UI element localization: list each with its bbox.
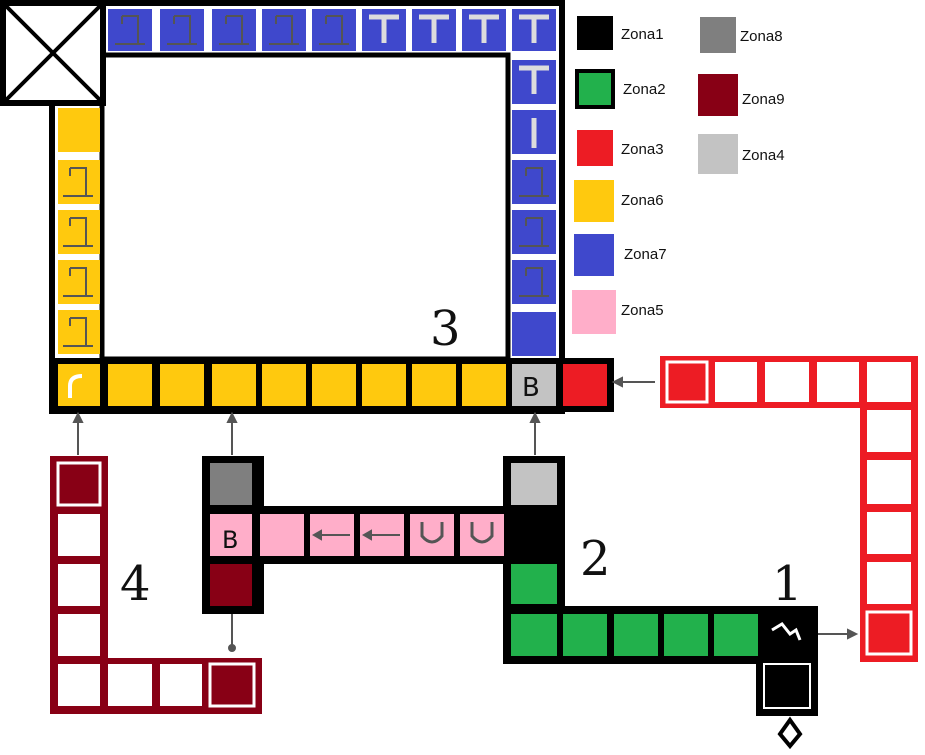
main-track: B (0, 0, 614, 414)
legend-swatch-zona2 (575, 69, 615, 109)
cell (58, 108, 100, 152)
cell (212, 364, 256, 406)
cell (58, 514, 100, 556)
cell (867, 410, 911, 452)
start-corner-cross (0, 0, 106, 106)
legend-swatch-zona9 (698, 74, 738, 116)
cell-zona3 (563, 364, 607, 406)
legend-label: Zona8 (740, 28, 783, 45)
legend-swatch-zona5 (572, 290, 616, 334)
cell (817, 362, 859, 402)
cell (867, 362, 911, 402)
cell (664, 614, 708, 656)
legend-label: Zona5 (621, 302, 664, 319)
cell (160, 364, 204, 406)
cell (108, 364, 152, 406)
legend-swatch-zona3 (577, 130, 613, 166)
zona9-path (50, 456, 262, 714)
legend-label: Zona6 (621, 192, 664, 209)
cell (763, 663, 811, 709)
start-pin-icon (777, 716, 803, 750)
cell (511, 564, 557, 604)
cell-zona5-b (210, 514, 252, 556)
cell (58, 564, 100, 606)
cell (58, 614, 100, 656)
bottom-row-zona6: B (52, 358, 614, 412)
arrow-zona9-to-main (72, 411, 84, 455)
legend-label: Zona3 (621, 141, 664, 158)
legend: Zona1 Zona2 Zona3 Zona6 Zona7 Zona5 Zona… (572, 16, 785, 334)
zona3-path (660, 356, 918, 662)
cell (312, 364, 356, 406)
cell (58, 210, 100, 254)
cell-zona9 (210, 564, 252, 606)
cell-zona1 (764, 614, 810, 656)
handwritten-number: 2 (580, 531, 611, 587)
cell (460, 514, 504, 556)
legend-label: Zona9 (742, 91, 785, 108)
arrow-zona4-to-main (529, 411, 541, 455)
cell (462, 364, 506, 406)
cell (412, 364, 456, 406)
cell (867, 562, 911, 604)
handwritten-number: 3 (430, 301, 461, 357)
cell (362, 364, 406, 406)
cell-zona4 (511, 463, 557, 505)
legend-label: Zona2 (623, 81, 666, 98)
cell-zona4-b (512, 364, 556, 406)
cell (260, 514, 304, 556)
legend-swatch-zona6 (574, 180, 614, 222)
cell (58, 664, 100, 706)
cell (511, 614, 557, 656)
legend-swatch-zona1 (577, 16, 613, 50)
cell (208, 662, 256, 708)
cell (58, 260, 100, 304)
cell (512, 160, 556, 204)
zona1-start (756, 658, 818, 750)
cell-letter: B (222, 526, 238, 554)
cell (108, 664, 152, 706)
cell (56, 461, 102, 507)
cell (262, 364, 306, 406)
top-row-zona7 (108, 9, 556, 51)
cell (715, 362, 757, 402)
cell-letter: B (522, 373, 540, 403)
cell-zona8 (210, 463, 252, 505)
cell (867, 512, 911, 554)
cell (714, 614, 758, 656)
right-column-zona7 (512, 60, 556, 356)
cell (410, 514, 454, 556)
legend-label: Zona1 (621, 26, 664, 43)
handwritten-number: 4 (120, 556, 151, 612)
arrow-zona8-to-main (226, 411, 238, 455)
legend-swatch-zona4 (698, 134, 738, 174)
legend-label: Zona7 (624, 246, 667, 263)
cell (512, 312, 556, 356)
left-column-zona6 (58, 108, 100, 354)
legend-swatch-zona7 (574, 234, 614, 276)
cell (614, 614, 658, 656)
handwritten-number: 1 (772, 556, 803, 612)
cell (563, 614, 607, 656)
cell (512, 210, 556, 254)
cell (58, 364, 100, 406)
legend-swatch-zona8 (700, 17, 736, 53)
cell (58, 160, 100, 204)
arrow-zona5-to-zona9 (228, 614, 236, 652)
cell (867, 460, 911, 504)
cell (665, 360, 709, 404)
cell (865, 610, 913, 656)
arrow-zona1-to-zona3 (818, 628, 859, 640)
cell (512, 260, 556, 304)
legend-label: Zona4 (742, 147, 785, 164)
arrow-zona3-to-main (611, 376, 655, 388)
zona5-path: B (202, 456, 565, 614)
cell (160, 664, 202, 706)
cell (58, 310, 100, 354)
cell (765, 362, 809, 402)
